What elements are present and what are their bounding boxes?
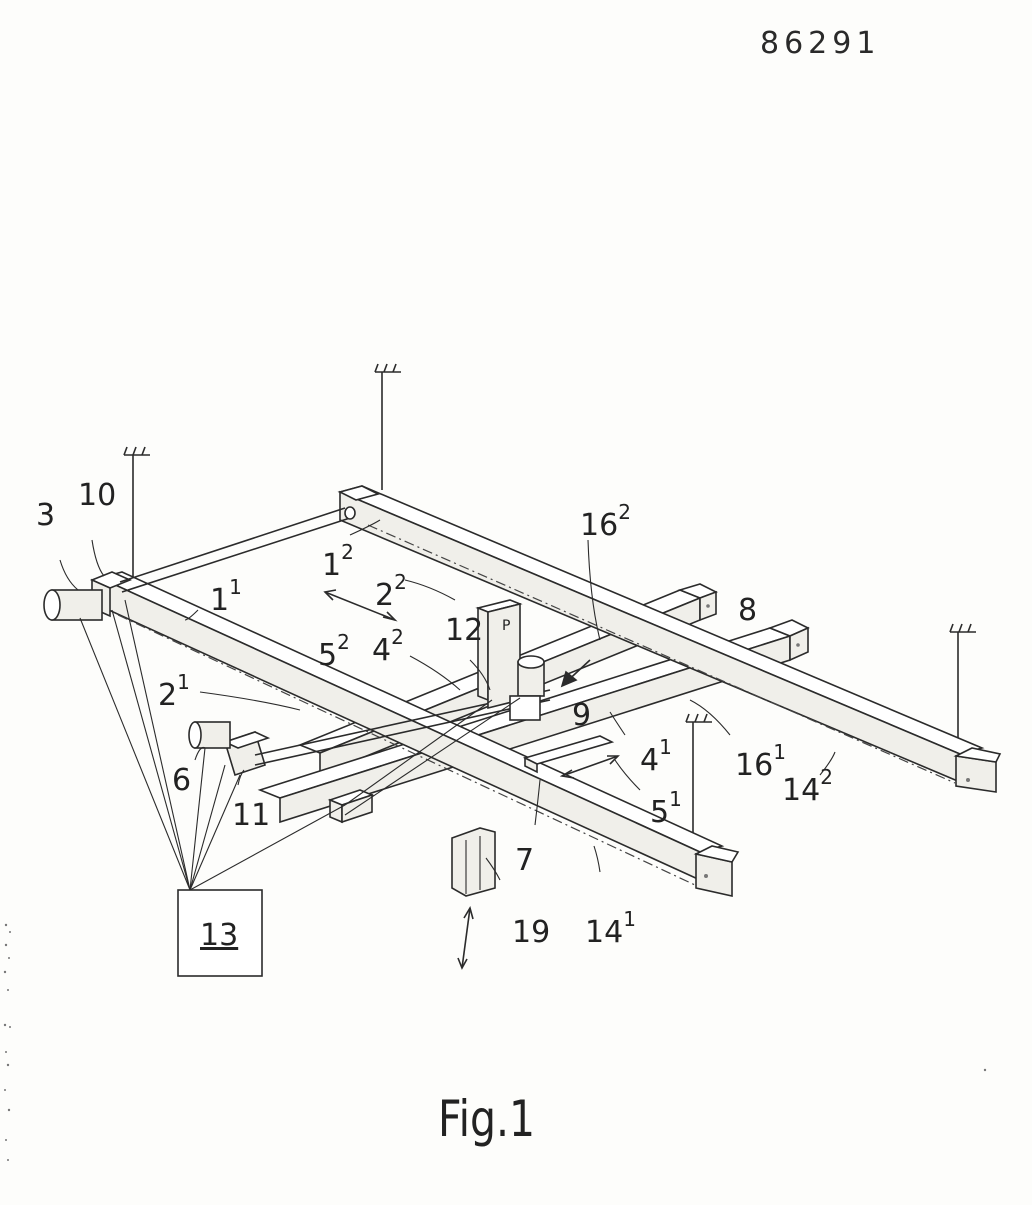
label-4-2: 42	[372, 625, 404, 668]
label-16-2: 162	[580, 500, 631, 543]
motor-8	[509, 655, 545, 721]
carriage-5-1	[522, 735, 615, 774]
rail-1-1	[89, 571, 740, 897]
column-19: P	[451, 599, 523, 897]
label-8: 8	[738, 593, 757, 628]
label-9: 9	[572, 698, 591, 733]
label-5-2: 52	[318, 630, 350, 673]
label-1-1: 11	[210, 575, 242, 618]
reference-labels: 3 10 11 12 22 162 8 12 52 42 21 9 6 41 1…	[36, 478, 833, 953]
label-16-1: 161	[735, 740, 786, 783]
scan-edge-specks	[3, 923, 987, 1161]
label-13: 13	[200, 918, 238, 953]
document-number: 86291	[760, 26, 881, 61]
anchor-symbol-left	[123, 446, 150, 585]
label-14-2: 142	[782, 765, 833, 808]
label-1-2: 12	[322, 540, 354, 583]
label-19: 19	[512, 915, 550, 950]
label-3: 3	[36, 498, 55, 533]
control-wires	[79, 599, 521, 891]
svg-text:P: P	[502, 618, 510, 634]
label-5-1: 51	[650, 787, 682, 830]
label-6: 6	[172, 763, 191, 798]
control-box-13	[177, 889, 263, 977]
motor-3	[43, 589, 103, 621]
shaft-10	[119, 506, 356, 593]
label-2-1: 21	[158, 670, 190, 713]
label-7: 7	[515, 843, 534, 878]
label-14-1: 141	[585, 907, 636, 950]
label-11: 11	[232, 798, 270, 833]
label-12: 12	[445, 613, 483, 648]
anchor-symbol-top	[374, 363, 401, 490]
label-2-2: 22	[375, 570, 407, 613]
leader-lines	[59, 519, 836, 881]
motion-arrows	[323, 589, 620, 970]
figure-caption: Fig.1	[438, 1090, 536, 1148]
anchor-symbol-right	[949, 623, 976, 755]
label-10: 10	[78, 478, 116, 513]
rail-1-2	[337, 485, 1002, 793]
label-4-1: 41	[640, 735, 672, 778]
